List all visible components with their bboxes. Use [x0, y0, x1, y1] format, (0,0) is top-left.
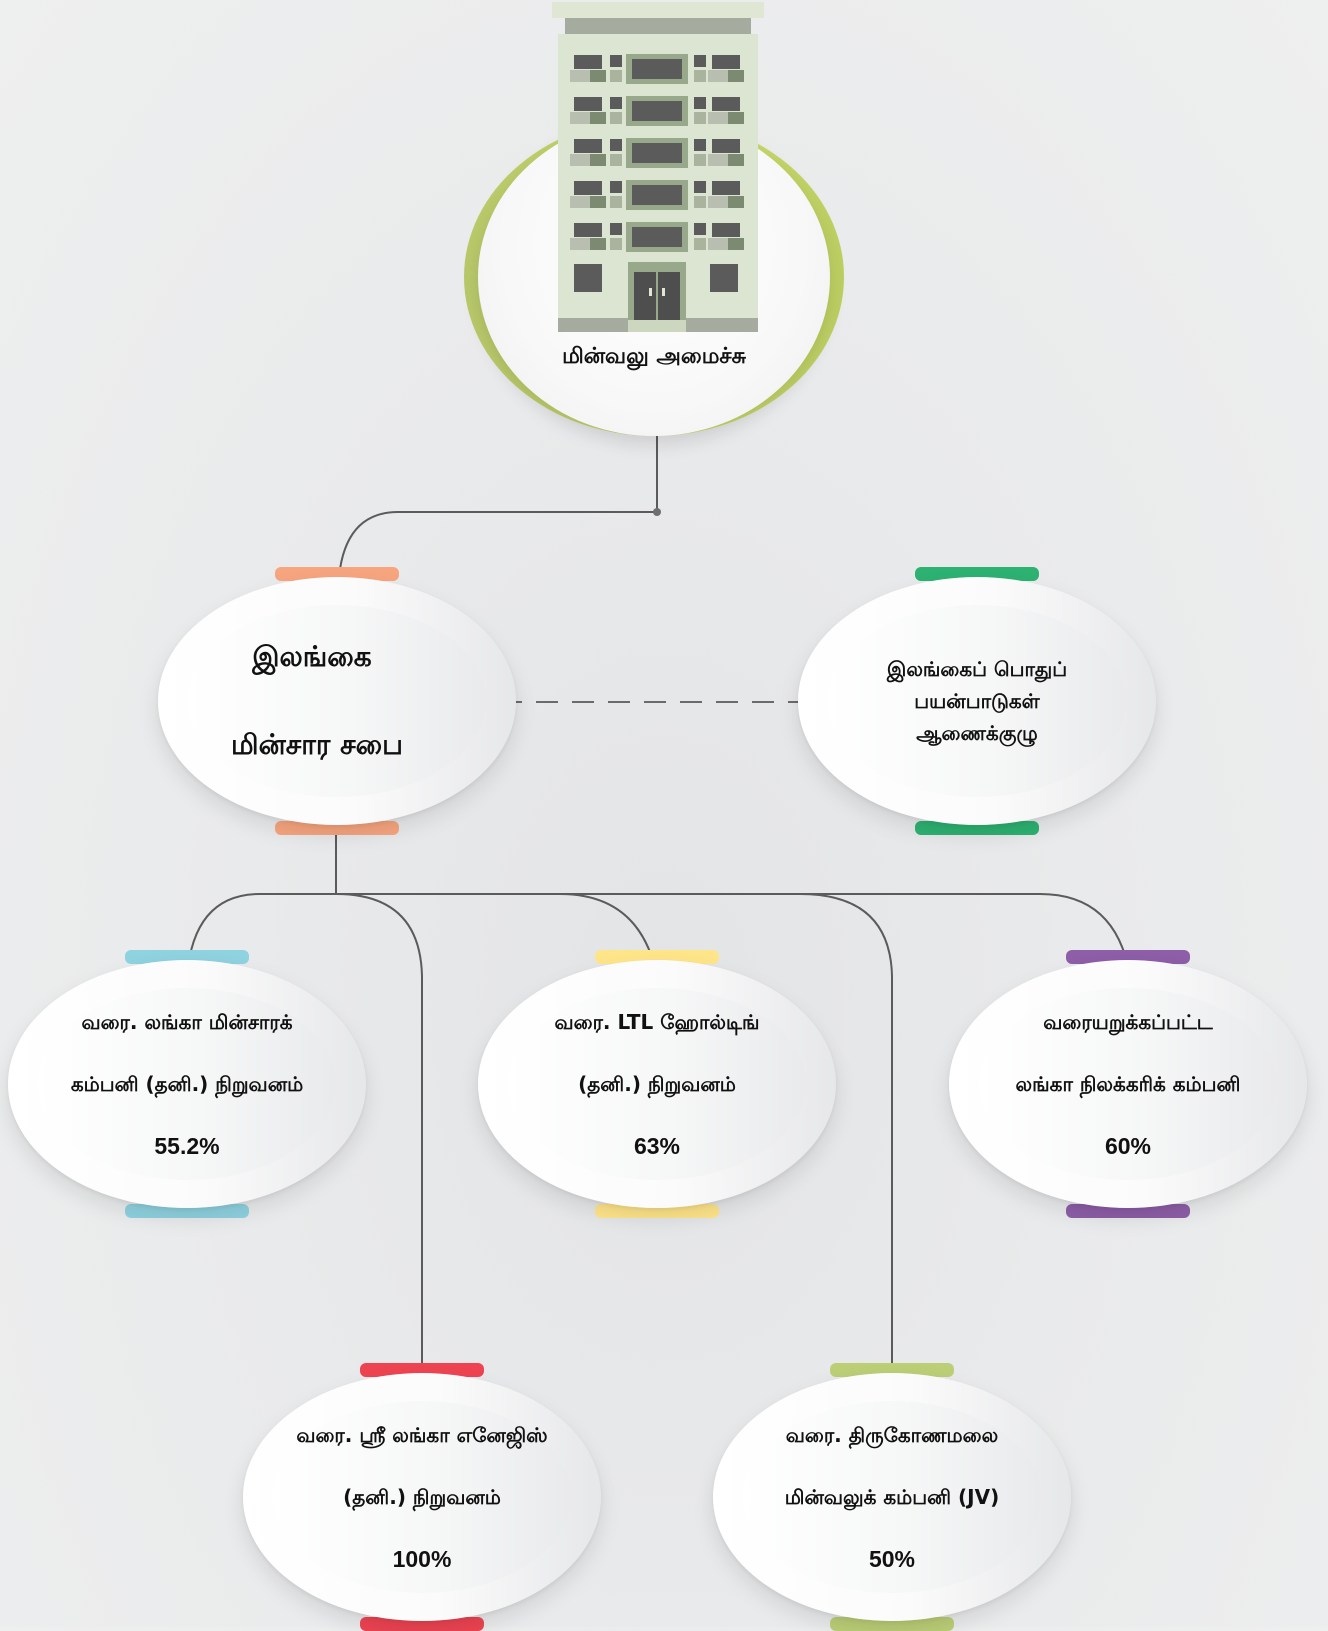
- ownership-share: 50%: [868, 1545, 916, 1572]
- subsidiary-name-line1: வரை. திருகோணமலை: [785, 1422, 999, 1447]
- subsidiary-name-line1: வரையறுக்கப்பட்ட: [1043, 1009, 1213, 1034]
- subsidiary-name-line2: கம்பனி (தனி.) நிறுவனம்: [70, 1071, 304, 1096]
- subsidiary-label: வரை. லங்கா மின்சாரக் கம்பனி (தனி.) நிறுவ…: [61, 976, 313, 1193]
- subsidiary-name-line1: வரை. ஸ்ரீ லங்கா எனேஜிஸ்: [296, 1422, 548, 1447]
- subsidiary-name-line1: வரை. லங்கா மின்சாரக்: [81, 1009, 293, 1034]
- subsidiary-node-trincomalee-power: வரை. திருகோணமலை மின்வலுக் கம்பனி (JV) 50…: [713, 1363, 1071, 1631]
- subsidiary-top-tab: [360, 1363, 484, 1377]
- ownership-share: 63%: [633, 1132, 681, 1159]
- subsidiary-inner: வரை. லங்கா மின்சாரக் கம்பனி (தனி.) நிறுவ…: [38, 988, 336, 1180]
- pucsl-top-tab: [915, 567, 1039, 581]
- ceb-bottom-tab: [275, 821, 399, 835]
- subsidiary-node-ltl-holdings: வரை. LTL ஹோல்டிங் (தனி.) நிறுவனம் 63%: [478, 950, 836, 1218]
- ownership-share: 55.2%: [154, 1132, 220, 1159]
- pucsl-bottom-tab: [915, 821, 1039, 835]
- subsidiary-top-tab: [595, 950, 719, 964]
- subsidiary-name-line2: லங்கா நிலக்கரிக் கம்பனி: [1015, 1071, 1241, 1096]
- subsidiary-label: வரை. திருகோணமலை மின்வலுக் கம்பனி (JV) 50…: [775, 1389, 1009, 1606]
- subsidiary-inner: வரையறுக்கப்பட்ட லங்கா நிலக்கரிக் கம்பனி …: [979, 988, 1277, 1180]
- subsidiary-bottom-tab: [1066, 1204, 1190, 1218]
- subsidiary-name-line2: (தனி.) நிறுவனம்: [343, 1484, 501, 1509]
- subsidiary-inner: வரை. ஸ்ரீ லங்கா எனேஜிஸ் (தனி.) நிறுவனம் …: [273, 1401, 571, 1593]
- pucsl-node: இலங்கைப் பொதுப் பயன்பாடுகள் ஆணைக்குழு: [798, 567, 1156, 835]
- subsidiary-inner: வரை. LTL ஹோல்டிங் (தனி.) நிறுவனம் 63%: [508, 988, 806, 1180]
- subsidiary-node-sri-lanka-energies: வரை. ஸ்ரீ லங்கா எனேஜிஸ் (தனி.) நிறுவனம் …: [243, 1363, 601, 1631]
- ceb-top-tab: [275, 567, 399, 581]
- subsidiary-label: வரை. LTL ஹோல்டிங் (தனி.) நிறுவனம் 63%: [545, 976, 770, 1193]
- ceb-line2: மின்சார சபை: [231, 728, 403, 761]
- ceb-line1: இலங்கை: [252, 640, 372, 673]
- ownership-share: 60%: [1104, 1132, 1152, 1159]
- ownership-share: 100%: [392, 1545, 452, 1572]
- subsidiary-name-line2: (தனி.) நிறுவனம்: [578, 1071, 736, 1096]
- subsidiary-name-line2: மின்வலுக் கம்பனி (JV): [784, 1484, 1000, 1509]
- subsidiary-top-tab: [125, 950, 249, 964]
- building-icon: [552, 2, 764, 332]
- subsidiary-node-lanka-coal: வரையறுக்கப்பட்ட லங்கா நிலக்கரிக் கம்பனி …: [949, 950, 1307, 1218]
- subsidiary-top-tab: [830, 1363, 954, 1377]
- subsidiary-label: வரையறுக்கப்பட்ட லங்கா நிலக்கரிக் கம்பனி …: [1006, 976, 1251, 1193]
- subsidiary-bottom-tab: [125, 1204, 249, 1218]
- pucsl-inner: இலங்கைப் பொதுப் பயன்பாடுகள் ஆணைக்குழு: [828, 605, 1126, 797]
- ministry-label: மின்வலு அமைச்சு: [562, 344, 746, 369]
- ceb-label: இலங்கை மின்சார சபை: [221, 591, 453, 811]
- pucsl-label: இலங்கைப் பொதுப் பயன்பாடுகள் ஆணைக்குழு: [886, 657, 1068, 745]
- subsidiary-bottom-tab: [595, 1204, 719, 1218]
- subsidiary-node-lanka-electricity: வரை. லங்கா மின்சாரக் கம்பனி (தனி.) நிறுவ…: [8, 950, 366, 1218]
- subsidiary-inner: வரை. திருகோணமலை மின்வலுக் கம்பனி (JV) 50…: [743, 1401, 1041, 1593]
- ceb-inner: இலங்கை மின்சார சபை: [188, 605, 486, 797]
- subsidiary-top-tab: [1066, 950, 1190, 964]
- subsidiary-label: வரை. ஸ்ரீ லங்கா எனேஜிஸ் (தனி.) நிறுவனம் …: [286, 1389, 557, 1606]
- subsidiary-name-line1: வரை. LTL ஹோல்டிங்: [554, 1009, 760, 1034]
- ceb-node: இலங்கை மின்சார சபை: [158, 567, 516, 835]
